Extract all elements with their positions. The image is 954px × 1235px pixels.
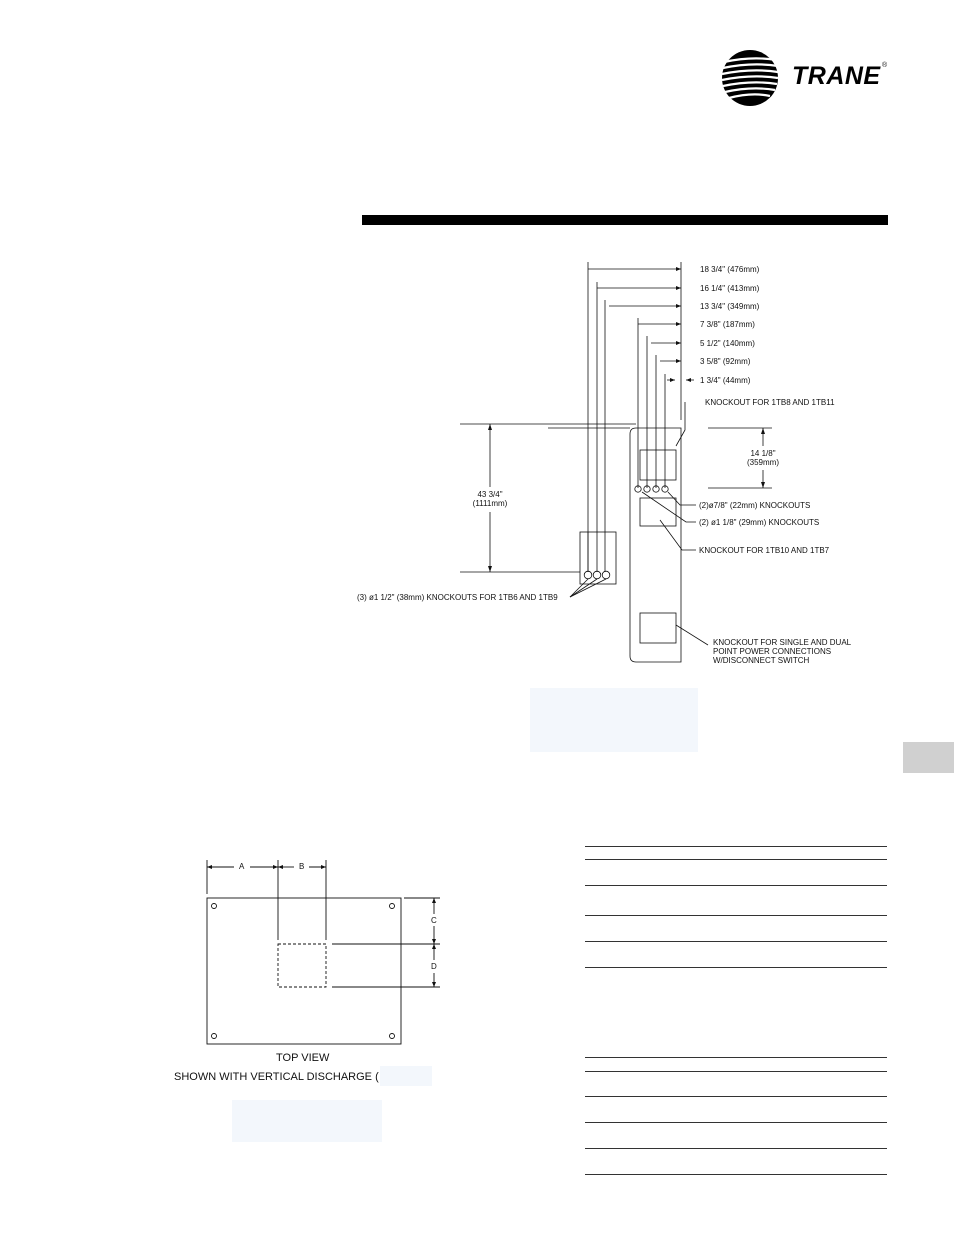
table-1-rule-3 (585, 915, 887, 916)
section-tab (903, 742, 954, 773)
top-view-label: TOP VIEW (276, 1052, 330, 1064)
table-2-rule-top (585, 1057, 887, 1058)
callout-ko-7-8: (2)ø7/8" (22mm) KNOCKOUTS (699, 501, 811, 510)
table-2-rule-4 (585, 1148, 887, 1149)
table-1-rule-1 (585, 859, 887, 860)
dim-height-right: 14 1/8" (359mm) (733, 449, 793, 467)
callout-ko-1-1-8: (2) ø1 1/8" (29mm) KNOCKOUTS (699, 518, 820, 527)
dim-height-main: 43 3/4" (1111mm) (458, 490, 522, 508)
figure-caption-placeholder (530, 688, 698, 752)
caption-redaction-box (380, 1066, 432, 1086)
table-2-rule-bottom (585, 1174, 887, 1175)
table-1-rule-4 (585, 941, 887, 942)
dim-1-3-4: 1 3/4" (44mm) (700, 376, 751, 385)
table-1-rule-2 (585, 885, 887, 886)
dim-height-right-in: 14 1/8" (750, 449, 776, 458)
callout-ko-power-line-2: POINT POWER CONNECTIONS (713, 647, 832, 656)
callout-ko-1tb8: KNOCKOUT FOR 1TB8 AND 1TB11 (705, 398, 835, 407)
vertical-discharge-label: SHOWN WITH VERTICAL DISCHARGE ( (174, 1071, 379, 1083)
dim-height-main-in: 43 3/4" (477, 490, 503, 499)
dim-3-5-8: 3 5/8" (92mm) (700, 357, 751, 366)
brand-wordmark: TRANE (792, 62, 881, 90)
table-2-rule-2 (585, 1096, 887, 1097)
dim-16-1-4: 16 1/4" (413mm) (700, 284, 760, 293)
figure-caption-placeholder-2 (232, 1100, 382, 1142)
table-1-rule-top (585, 846, 887, 847)
callout-ko-power-line-3: W/DISCONNECT SWITCH (713, 656, 810, 665)
dim-height-right-mm: (359mm) (746, 458, 779, 467)
dim-height-main-mm: (1111mm) (472, 499, 508, 508)
callout-ko-1-1-2: (3) ø1 1/2" (38mm) KNOCKOUTS FOR 1TB6 AN… (357, 593, 558, 602)
callout-ko-1tb10: KNOCKOUT FOR 1TB10 AND 1TB7 (699, 546, 830, 555)
dim-c-label: C (431, 916, 437, 925)
dim-a-label: A (239, 862, 245, 871)
callout-ko-power: KNOCKOUT FOR SINGLE AND DUAL POINT POWER… (713, 638, 851, 665)
dim-7-3-8: 7 3/8" (187mm) (700, 320, 755, 329)
dim-d-label: D (431, 962, 437, 971)
brand-registered-mark: ® (882, 62, 888, 69)
table-1-rule-bottom (585, 967, 887, 968)
dim-b-label: B (299, 862, 305, 871)
dim-13-3-4: 13 3/4" (349mm) (700, 302, 760, 311)
header-rule (362, 215, 888, 225)
table-2-rule-3 (585, 1122, 887, 1123)
dim-5-1-2: 5 1/2" (140mm) (700, 339, 755, 348)
table-2-rule-1 (585, 1071, 887, 1072)
dim-18-3-4: 18 3/4" (476mm) (700, 265, 760, 274)
callout-ko-power-line-1: KNOCKOUT FOR SINGLE AND DUAL (713, 638, 852, 647)
